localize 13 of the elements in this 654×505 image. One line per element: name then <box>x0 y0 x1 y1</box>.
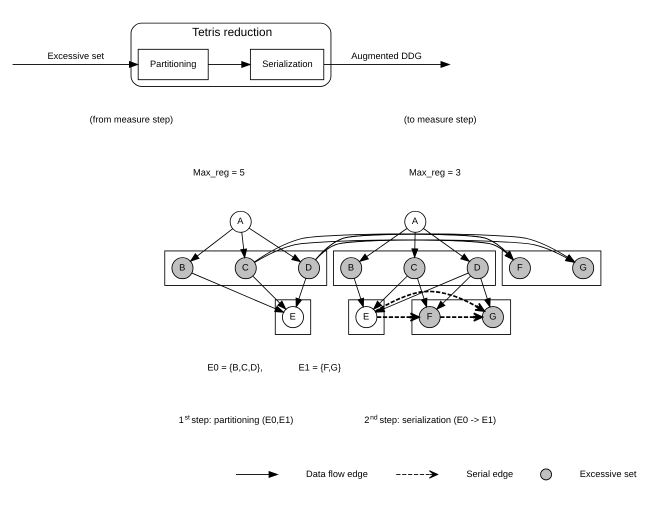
label: 1$^{st}$ step: partitioning (E0,E1) <box>178 414 294 424</box>
label: E0 = {B,C,D}, <box>207 362 263 372</box>
label: E1 = {F,G} <box>298 362 341 372</box>
edge-label: Excessive set <box>47 50 104 61</box>
label: Max_reg = 3 <box>408 167 461 178</box>
label: (to measure step) <box>404 114 477 124</box>
legend-label: Serial edge <box>466 468 514 478</box>
label: 2$^{nd}$ step: serialization (E0 -> E1) <box>364 414 496 424</box>
edge-label: Augmented DDG <box>351 50 422 61</box>
legend-label: Excessive set <box>580 468 636 478</box>
legend-label: Data flow edge <box>306 468 368 478</box>
label: Max_reg = 5 <box>193 167 245 178</box>
label: (from measure step) <box>90 114 174 124</box>
